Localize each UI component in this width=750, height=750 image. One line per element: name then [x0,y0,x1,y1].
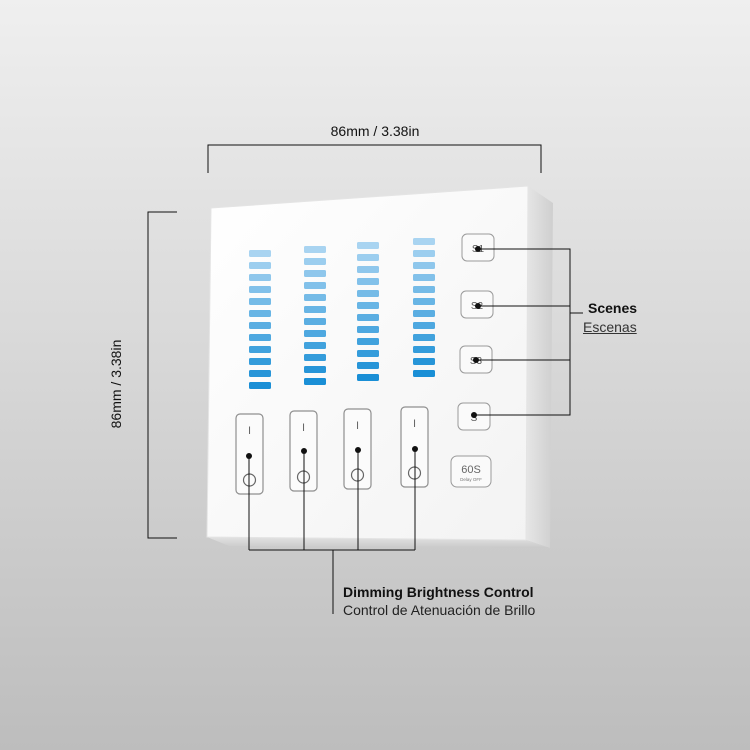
level-bar-segment [249,262,271,269]
level-bar-segment [249,358,271,365]
width-dimension-label: 86mm / 3.38in [330,123,420,139]
level-bar-segment [249,334,271,341]
level-bar-segment [304,246,326,253]
level-bar-segment [413,370,435,377]
level-bar-segment [304,354,326,361]
level-bar-segment [249,274,271,281]
on-glyph: I [302,422,305,434]
height-dimension-line [147,211,177,539]
delay-button-label: 60S [461,464,481,476]
level-bar-segment [413,358,435,365]
level-bar-segment [357,350,379,357]
level-bar-segment [413,310,435,317]
scenes-subtitle: Escenas [583,319,637,335]
scenes-callout-dots [471,246,481,418]
level-bar-segment [357,362,379,369]
dimming-subtitle: Control de Atenuación de Brillo [343,602,536,618]
panel-side [526,186,553,548]
level-bar-segment [357,314,379,321]
level-bar-segment [249,310,271,317]
delay-button-sublabel: Delay OFF [460,477,482,482]
level-bar-segment [304,306,326,313]
level-bar-segment [357,374,379,381]
level-bar-segment [357,290,379,297]
level-bar-segment [249,370,271,377]
level-bar-segment [357,254,379,261]
level-bar-segment [357,242,379,249]
level-bar-segment [304,318,326,325]
level-bar-segment [249,250,271,257]
level-bar-segment [304,294,326,301]
level-bar-segment [357,326,379,333]
level-bar-segment [357,278,379,285]
level-bar-segment [413,250,435,257]
level-bar-segment [357,266,379,273]
dimming-callout [248,449,416,614]
scene-button-label: S [471,413,478,424]
level-bar-segment [249,298,271,305]
level-bar-segment [413,334,435,341]
level-bar-segment [413,238,435,245]
delay-off-button[interactable]: 60S Delay OFF [450,455,492,488]
level-bar-segment [304,378,326,385]
level-bar-segment [304,366,326,373]
level-bar-segment [413,286,435,293]
level-bar-segment [413,274,435,281]
on-glyph: I [356,420,359,432]
dimming-title: Dimming Brightness Control [343,584,534,600]
level-bar-segment [413,298,435,305]
level-bars [249,238,435,389]
level-bar-segment [249,382,271,389]
level-bar-segment [413,262,435,269]
dimming-callout-dots [246,446,418,459]
level-bar-segment [413,346,435,353]
level-bar-segment [304,282,326,289]
level-bar-segment [357,338,379,345]
level-bar-segment [357,302,379,309]
on-glyph: I [248,425,251,437]
height-dimension-label: 86mm / 3.38in [108,339,124,429]
level-bar-segment [249,346,271,353]
level-bar-segment [249,286,271,293]
level-bar-segment [249,322,271,329]
level-bar-segment [413,322,435,329]
level-bar-segment [304,342,326,349]
on-glyph: I [413,418,416,430]
scenes-title: Scenes [588,300,638,316]
level-bar-segment [304,330,326,337]
level-bar-segment [304,270,326,277]
scenes-callout [474,248,583,416]
level-bar-segment [304,258,326,265]
width-dimension-line [207,144,542,173]
